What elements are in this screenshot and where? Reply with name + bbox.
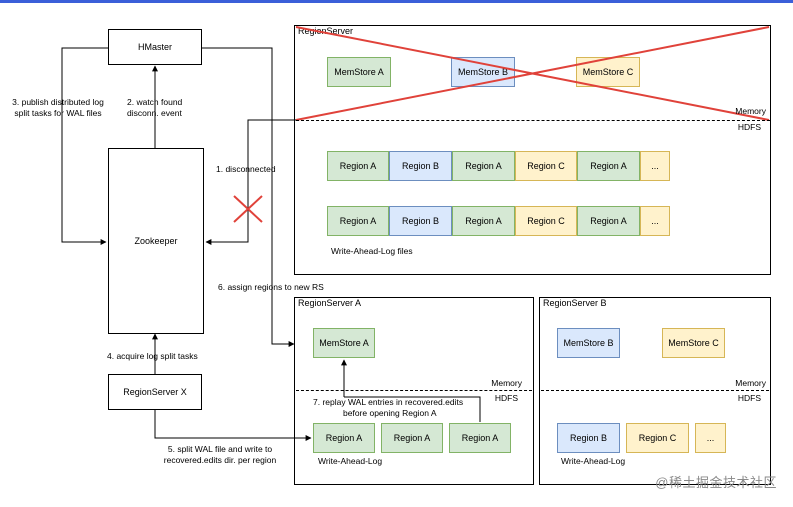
rs-a-memory-label: Memory [491,378,522,388]
rs-b-wal-ellipsis: ... [695,423,726,453]
wal2-region-a-2: Region A [452,206,515,236]
rs-a-hdfs-label: HDFS [494,393,518,403]
zookeeper-box: Zookeeper [108,148,204,334]
failed-hdfs-label: HDFS [737,122,761,132]
regionserver-a-title: RegionServer A [298,298,362,308]
wal2-ellipsis: ... [640,206,670,236]
wal2-region-b: Region B [389,206,452,236]
rs-a-wal-region-a-1: Region A [313,423,375,453]
rs-b-memory-hdfs-divider [541,390,769,391]
wal2-region-a-3: Region A [577,206,640,236]
rs-a-memstore-a: MemStore A [313,328,375,358]
failed-regionserver-title: RegionServer [298,26,354,36]
wal-files-label: Write-Ahead-Log files [331,246,413,256]
rs-b-wal-label: Write-Ahead-Log [561,456,626,466]
rs-b-wal-region-b: Region B [557,423,620,453]
arrow-replay-wal [344,396,481,422]
regionserver-b-container: RegionServer B [539,297,771,485]
step4-label: 4. acquire log split tasks [107,351,198,361]
step1-label: 1. disconnected [216,164,276,174]
failed-memstore-b: MemStore B [451,57,515,87]
rs-a-wal-region-a-3: Region A [449,423,511,453]
wal1-region-a-2: Region A [452,151,515,181]
wal1-region-c: Region C [515,151,577,181]
rs-b-wal-region-c: Region C [626,423,689,453]
rs-a-memory-hdfs-divider [296,390,532,391]
hmaster-label: HMaster [137,42,172,52]
arrow-split-wal [154,410,312,441]
wal1-region-a-3: Region A [577,151,640,181]
rs-a-wal-region-a-2: Region A [381,423,443,453]
wal2-region-c: Region C [515,206,577,236]
arrow-publish-tasks [61,47,108,245]
wal2-region-a-1: Region A [327,206,389,236]
watermark-text: @稀土掘金技术社区 [655,475,777,490]
zookeeper-label: Zookeeper [134,236,178,246]
rs-b-memstore-c: MemStore C [662,328,725,358]
regionserver-x-box: RegionServer X [108,374,202,410]
step6-label: 6. assign regions to new RS [218,282,324,292]
wal1-ellipsis: ... [640,151,670,181]
hmaster-box: HMaster [108,29,202,65]
rs-b-hdfs-label: HDFS [737,393,761,403]
regionserver-a-container: RegionServer A [294,297,534,485]
failed-memstore-a: MemStore A [327,57,391,87]
regionserver-x-label: RegionServer X [123,387,187,397]
wal1-region-a-1: Region A [327,151,389,181]
arrow-assign-regions [202,47,295,347]
top-accent-bar [0,0,793,3]
failed-memory-hdfs-divider [296,120,770,121]
failed-memory-label: Memory [735,106,766,116]
failed-regionserver-container: RegionServer [294,25,771,275]
wal1-region-b: Region B [389,151,452,181]
step7-label: 7. replay WAL entries in recovered.edits… [313,397,464,418]
rs-a-wal-label: Write-Ahead-Log [318,456,383,466]
regionserver-b-title: RegionServer B [543,298,607,308]
rs-b-memstore-b: MemStore B [557,328,620,358]
rs-b-memory-label: Memory [735,378,766,388]
